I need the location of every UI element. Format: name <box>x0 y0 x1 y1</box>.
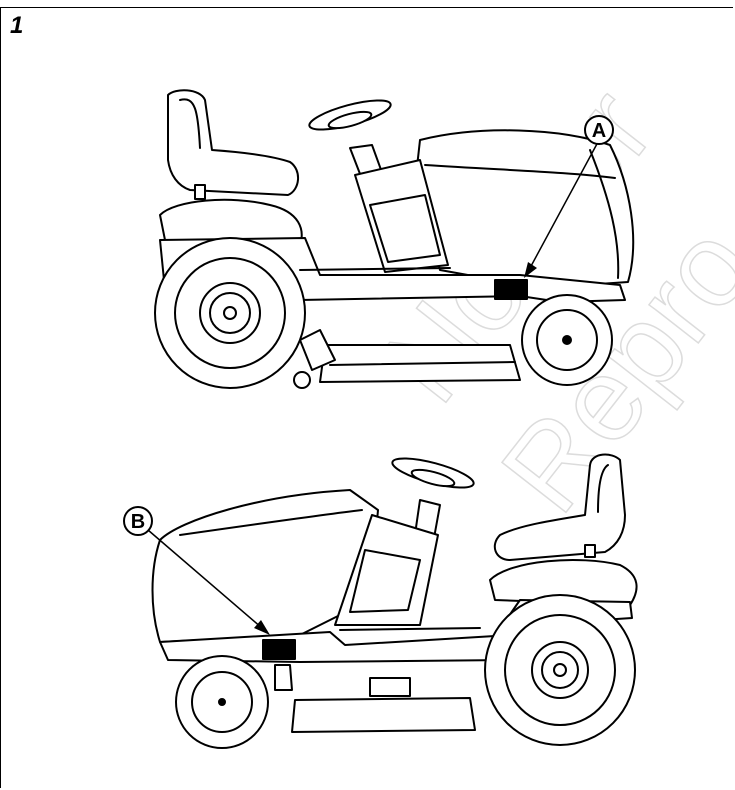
callout-b: B <box>123 506 270 635</box>
mower-deck-bottom <box>291 697 476 733</box>
hood-top <box>414 129 635 289</box>
mower-top-view <box>154 89 635 389</box>
hood-bottom <box>151 489 379 643</box>
figure-number: 1 <box>10 12 24 39</box>
callout-a-label: A <box>592 120 606 142</box>
seat-top <box>167 89 299 196</box>
seat-post-bottom <box>584 544 596 558</box>
dash-panel-bottom <box>334 514 439 626</box>
label-plate-a <box>494 279 528 300</box>
callout-a: A <box>524 115 614 278</box>
label-plate-b <box>262 639 296 660</box>
seat-bottom <box>493 453 626 561</box>
figure-frame <box>0 7 733 788</box>
mower-bottom-view <box>151 453 638 749</box>
callout-b-label: B <box>131 511 145 533</box>
dash-panel-top <box>354 159 449 273</box>
rear-fender-bottom <box>489 559 638 606</box>
seat-post-top <box>194 184 206 200</box>
